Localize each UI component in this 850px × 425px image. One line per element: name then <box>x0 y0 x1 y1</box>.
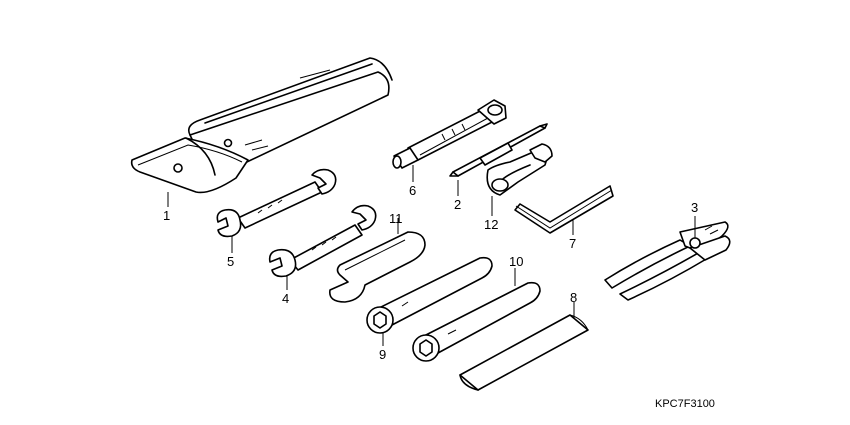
callout-1: 1 <box>163 208 170 223</box>
screwdriver-handle <box>486 143 553 196</box>
callout-5: 5 <box>227 254 234 269</box>
screwdriver-bit <box>449 123 548 177</box>
box-wrench-9 <box>366 256 493 334</box>
callout-2: 2 <box>454 197 461 212</box>
open-end-wrench-5 <box>216 168 337 238</box>
callout-7: 7 <box>569 236 576 251</box>
callout-3: 3 <box>691 200 698 215</box>
box-wrench-10 <box>412 281 541 362</box>
diagram-code: KPC7F3100 <box>655 398 715 410</box>
spanner <box>328 231 426 303</box>
callout-6: 6 <box>409 183 416 198</box>
callout-9: 9 <box>379 347 386 362</box>
pliers <box>604 221 731 301</box>
callout-10: 10 <box>509 254 523 269</box>
callout-4: 4 <box>282 291 289 306</box>
callout-8: 8 <box>570 290 577 305</box>
socket-wrench <box>392 99 507 169</box>
open-end-wrench-4 <box>268 204 377 278</box>
callout-11: 11 <box>389 211 403 226</box>
hex-key <box>514 185 614 234</box>
grip-sleeve <box>459 314 589 391</box>
callout-12: 12 <box>484 217 498 232</box>
tool-bag <box>130 57 393 194</box>
